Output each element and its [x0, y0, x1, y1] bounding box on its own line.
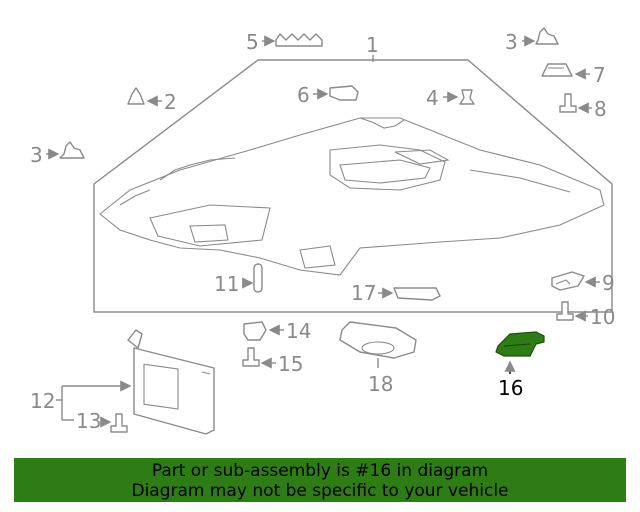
banner-line-1: Part or sub-assembly is #16 in diagram	[151, 461, 489, 481]
info-banner: Part or sub-assembly is #16 in diagram D…	[14, 458, 626, 502]
callout-14: 14	[286, 319, 311, 343]
part-5-clip[interactable]	[275, 33, 323, 47]
part-15-pin[interactable]	[242, 347, 260, 367]
part-2-clip[interactable]	[127, 87, 145, 105]
callout-3-left: 3	[30, 143, 43, 167]
part-11-pin[interactable]	[253, 263, 263, 293]
parts-diagram: 5 1 3 7 8 2 6 4 3 11	[30, 27, 615, 435]
callout-17: 17	[351, 281, 376, 305]
callout-1: 1	[366, 33, 379, 57]
callout-5: 5	[246, 30, 259, 54]
part-7-bracket[interactable]	[541, 63, 573, 77]
part-8-pin[interactable]	[559, 93, 577, 113]
part-12-sun-visor[interactable]	[127, 329, 215, 435]
callout-11: 11	[214, 272, 239, 296]
part-16-lamp-highlighted[interactable]	[495, 331, 545, 357]
headliner-assembly[interactable]	[93, 59, 613, 313]
part-18-dome-lamp[interactable]	[339, 321, 417, 359]
part-17-bracket[interactable]	[393, 287, 441, 301]
callout-9: 9	[602, 271, 615, 295]
callout-4: 4	[426, 86, 439, 110]
part-13-pin[interactable]	[110, 413, 128, 433]
banner-line-2: Diagram may not be specific to your vehi…	[131, 481, 509, 501]
callout-12: 12	[30, 389, 55, 413]
callout-7: 7	[593, 63, 606, 87]
part-9-holder[interactable]	[551, 271, 585, 291]
part-10-pin[interactable]	[556, 301, 574, 321]
part-3-clip-top[interactable]	[535, 27, 559, 45]
callout-8: 8	[594, 97, 607, 121]
callout-2: 2	[164, 90, 177, 114]
callout-15: 15	[278, 352, 303, 376]
callout-16: 16	[498, 376, 523, 400]
callout-6: 6	[297, 83, 310, 107]
part-3-clip-left[interactable]	[59, 141, 85, 159]
callout-10: 10	[590, 305, 615, 329]
callout-13: 13	[76, 409, 101, 433]
part-4-fastener[interactable]	[459, 89, 475, 105]
callout-3-top: 3	[505, 30, 518, 54]
part-6-clip[interactable]	[329, 85, 359, 101]
part-14-bracket[interactable]	[243, 321, 267, 341]
callout-18: 18	[368, 372, 393, 396]
